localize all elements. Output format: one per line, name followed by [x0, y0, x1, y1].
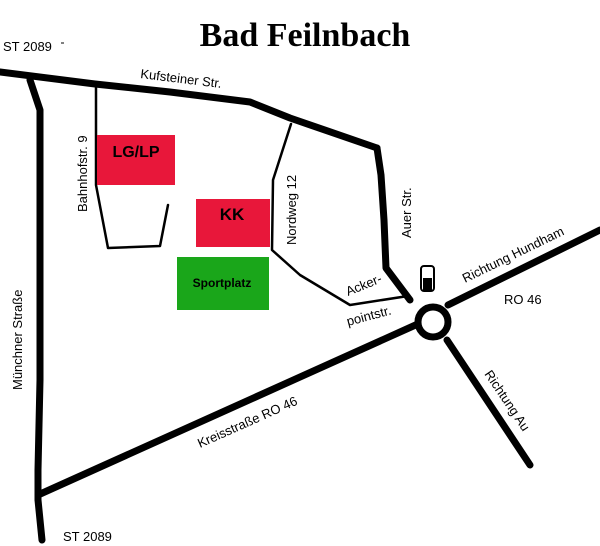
label-muenchner: Münchner Straße: [10, 290, 25, 390]
label-st2089-top: ST 2089: [3, 39, 52, 54]
label-nordweg: Nordweg 12: [284, 175, 299, 245]
road-richtung-au: [443, 336, 534, 469]
road-nordweg: [270, 122, 410, 307]
label-bahnhofstr: Bahnhofstr. 9: [75, 135, 90, 212]
label-pointstr: pointstr.: [345, 303, 393, 329]
lglp-label: LG/LP: [112, 144, 159, 161]
roundabout: [414, 303, 452, 341]
lglp-box: [97, 135, 175, 185]
fuel-pump-icon: [420, 265, 435, 292]
label-auer: Auer Str.: [399, 187, 414, 238]
label-acker: Acker-: [344, 271, 384, 299]
road-ro46-east: [444, 226, 600, 309]
road-muenchner: [26, 76, 46, 544]
label-st2089-bottom: ST 2089: [63, 529, 112, 544]
label-ro46-east: RO 46: [504, 292, 542, 307]
map-title: Bad Feilnbach: [200, 17, 411, 54]
kk-box: [196, 199, 270, 247]
road-auer: [373, 144, 414, 304]
sportplatz-label: Sportplatz: [193, 276, 252, 290]
road-bahnhofstr: [94, 86, 170, 250]
kk-label: KK: [220, 205, 245, 224]
road-kreisstrasse: [34, 319, 424, 499]
sportplatz-box: [177, 257, 269, 310]
road-kufsteiner: [0, 68, 381, 152]
